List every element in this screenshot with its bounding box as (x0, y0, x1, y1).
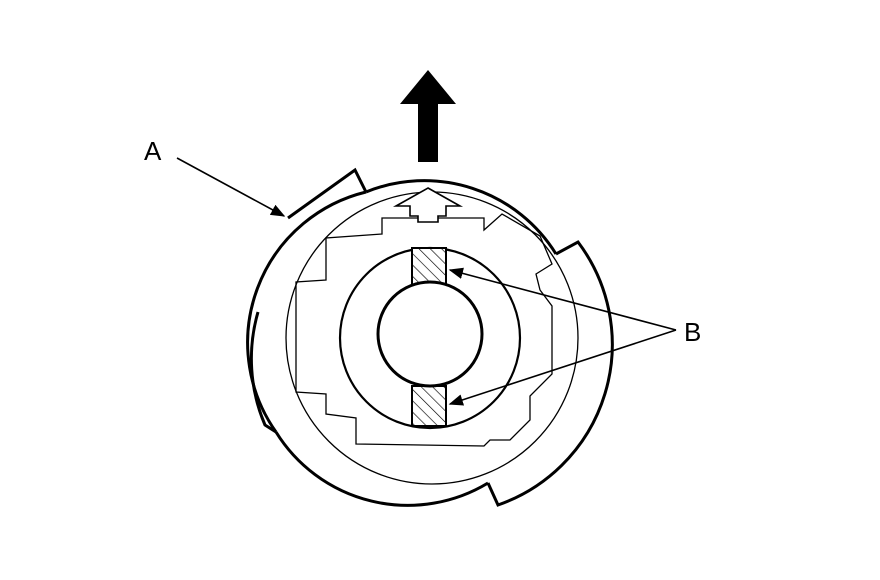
up-arrow-icon (400, 70, 456, 162)
lower-slot (411, 385, 447, 427)
leader-a (176, 157, 286, 217)
callout-label-b: B (684, 317, 701, 347)
leader-b (448, 267, 677, 406)
outer-ring (246, 167, 614, 507)
center-bore (376, 280, 484, 388)
callout-label-a: A (144, 136, 162, 166)
up-arrow-outline-icon (392, 187, 464, 223)
